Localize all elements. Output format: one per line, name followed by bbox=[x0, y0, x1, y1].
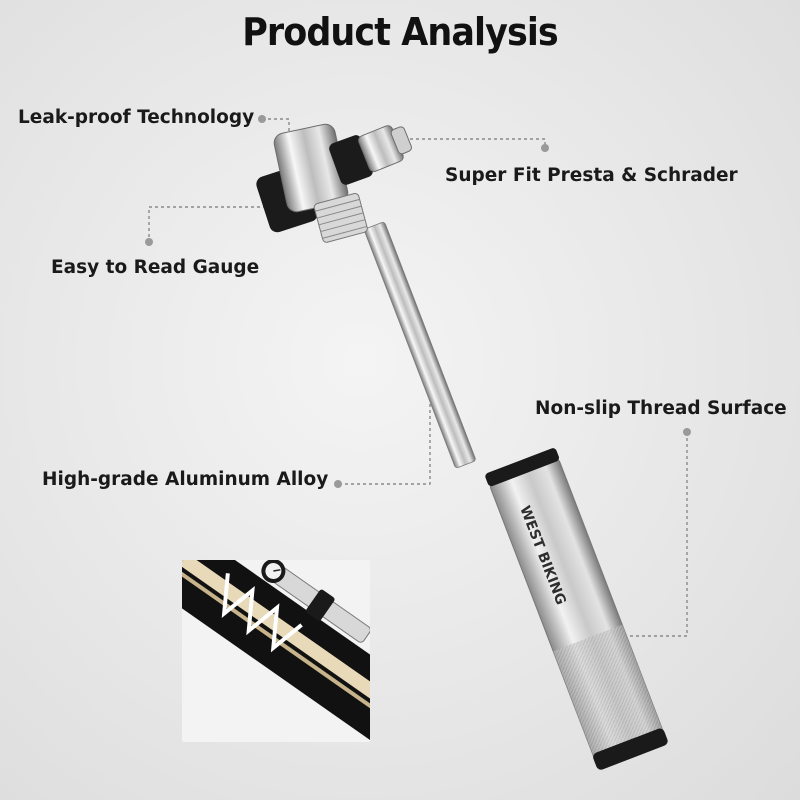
callout-dot bbox=[683, 428, 691, 436]
leader-line-thread bbox=[598, 432, 688, 637]
leader-line-aluminum bbox=[338, 380, 431, 485]
callout-presta-schrader: Super Fit Presta & Schrader bbox=[445, 165, 738, 186]
callout-non-slip-thread: Non-slip Thread Surface bbox=[535, 398, 787, 419]
callout-dot bbox=[258, 115, 266, 123]
callout-leak-proof-technology: Leak-proof Technology bbox=[18, 107, 255, 128]
leader-line-leak-proof bbox=[262, 118, 290, 134]
callout-dot bbox=[145, 238, 153, 246]
inset-photo-mounted-pump bbox=[182, 560, 370, 742]
inset-photo-image bbox=[182, 560, 370, 742]
callout-aluminum-alloy: High-grade Aluminum Alloy bbox=[42, 469, 329, 490]
callout-easy-read-gauge: Easy to Read Gauge bbox=[51, 257, 260, 278]
leader-line-gauge bbox=[148, 206, 278, 242]
callout-dot bbox=[541, 144, 549, 152]
callout-dot bbox=[334, 480, 342, 488]
pump-head bbox=[256, 123, 412, 243]
page-title: Product Analysis bbox=[242, 10, 559, 54]
